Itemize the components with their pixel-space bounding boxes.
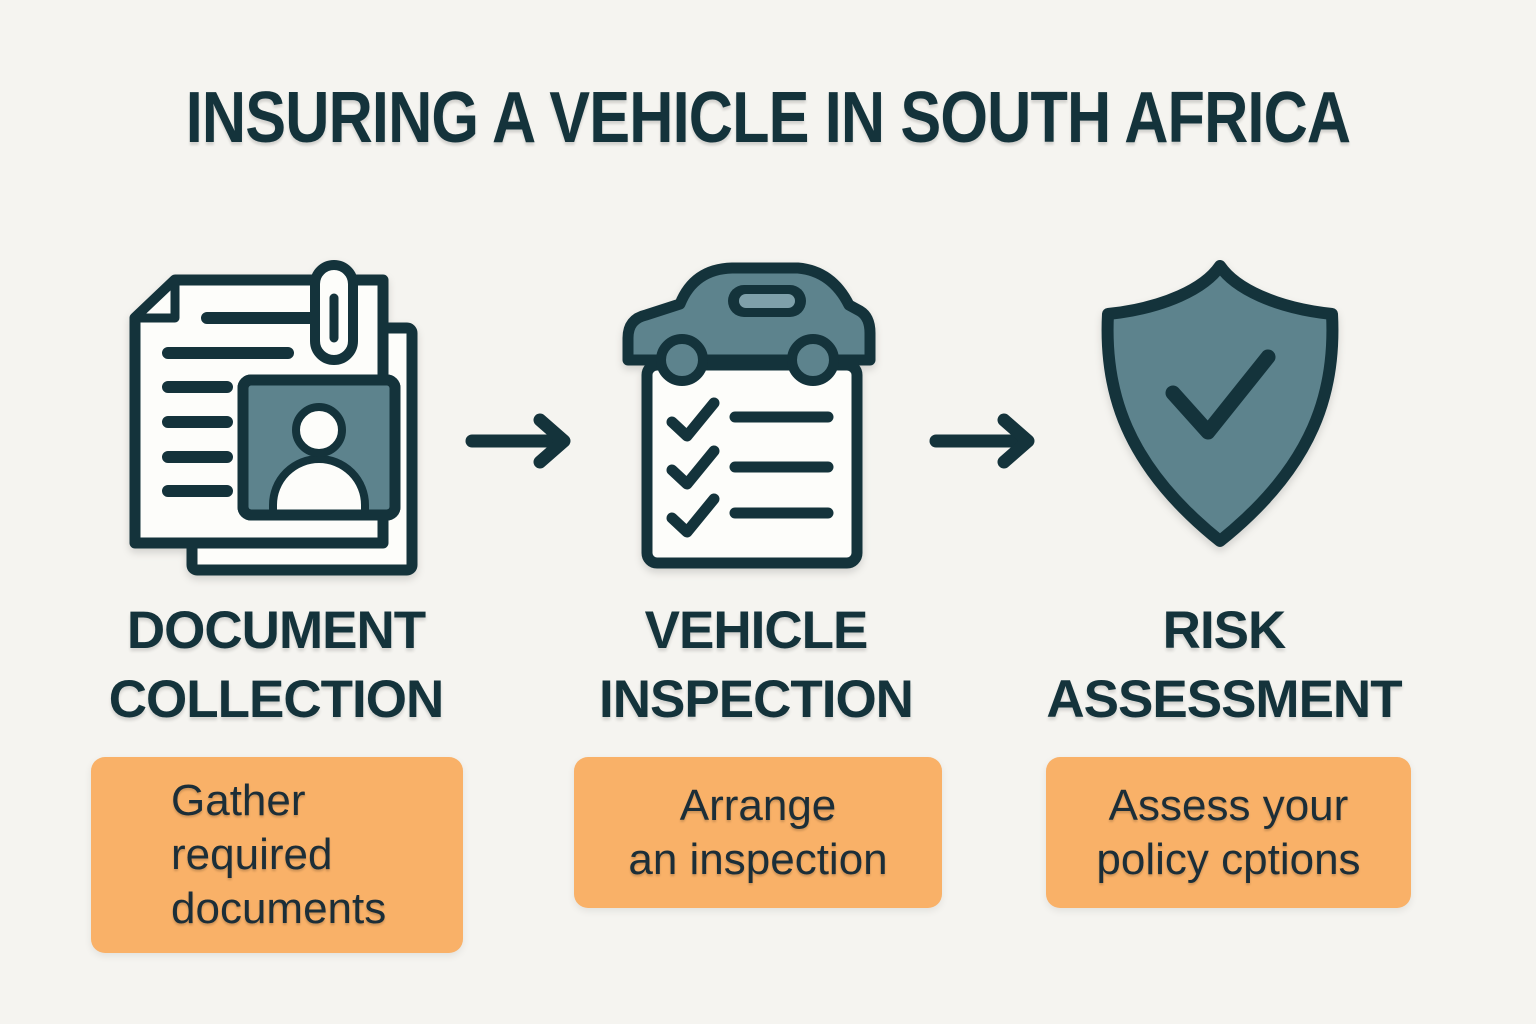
- arrow-right-icon: [929, 413, 1035, 469]
- heading-line: RISK: [1162, 601, 1287, 660]
- description-line: Gather: [171, 776, 306, 825]
- heading-line: COLLECTION: [108, 670, 444, 729]
- description-line: required: [171, 830, 333, 879]
- heading-line: ASSESSMENT: [1046, 670, 1402, 729]
- arrow-right-icon: [465, 413, 571, 469]
- heading-line: INSPECTION: [599, 670, 914, 729]
- step-heading-document-collection: DOCUMENT COLLECTION: [86, 596, 466, 734]
- heading-line: VEHICLE: [644, 601, 869, 660]
- step-heading-vehicle-inspection: VEHICLE INSPECTION: [566, 596, 946, 734]
- description-line: an inspection: [628, 834, 888, 884]
- page-title-text: INSURING A VEHICLE IN SOUTH AFRICA: [185, 78, 1351, 158]
- step-description-card: Gather required documents: [91, 757, 463, 953]
- description-line: Arrange: [679, 780, 837, 830]
- step-description-card: Assess your policy cptions: [1046, 757, 1411, 908]
- description-line: policy cptions: [1096, 834, 1361, 884]
- description-line: Assess your: [1108, 780, 1349, 830]
- page-title: INSURING A VEHICLE IN SOUTH AFRICA: [0, 78, 1536, 158]
- car-checklist-icon: [622, 262, 876, 569]
- heading-line: DOCUMENT: [126, 601, 426, 660]
- step-heading-risk-assessment: RISK ASSESSMENT: [1034, 596, 1414, 734]
- step-description-card: Arrange an inspection: [574, 757, 942, 908]
- description-line: documents: [171, 884, 387, 933]
- shield-check-icon: [1101, 260, 1339, 547]
- documents-id-card-icon: [129, 260, 418, 576]
